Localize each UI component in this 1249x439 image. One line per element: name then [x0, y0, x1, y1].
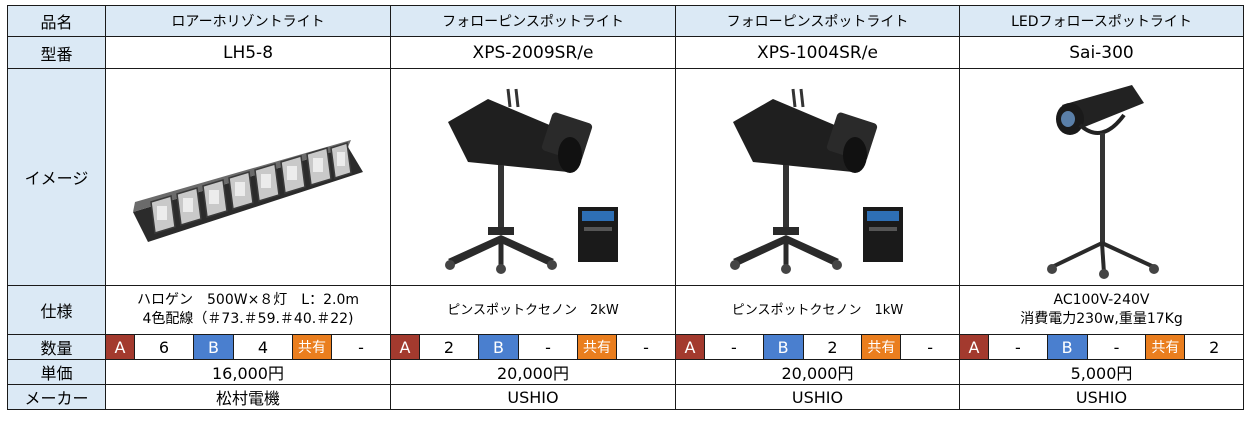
row-image: イメージ	[7, 68, 1244, 286]
qty-shared-value: 2	[1209, 337, 1220, 357]
product-spec: AC100V-240V 消費電力230w,重量17Kg	[959, 285, 1244, 335]
qty-shared-value: -	[927, 337, 934, 357]
product-model: Sai-300	[959, 36, 1244, 69]
product-qty: A - B - 共有 2	[959, 334, 1244, 360]
qty-shared-label: 共有	[1146, 335, 1186, 359]
qty-shared-value: -	[643, 337, 649, 357]
row-model: 型番 LH5-8 XPS-2009SR/e XPS-1004SR/e Sai-3…	[7, 36, 1244, 69]
product-spec: ピンスポットクセノン 2kW	[390, 285, 676, 335]
product-spec: ピンスポットクセノン 1kW	[675, 285, 960, 335]
product-image	[105, 68, 391, 286]
follow-pin-spot-light-icon	[445, 88, 618, 274]
qty-shared-label: 共有	[293, 335, 332, 359]
qty-b-label: B	[1047, 335, 1088, 359]
qty-b-value: 2	[804, 335, 863, 359]
product-maker: USHIO	[675, 384, 960, 410]
qty-b-value: -	[519, 335, 578, 359]
qty-b-label: B	[194, 335, 234, 359]
qty-b-value: -	[1088, 335, 1147, 359]
row-maker: メーカー 松村電機 USHIO USHIO USHIO	[7, 384, 1244, 410]
qty-a-value: 2	[420, 335, 479, 359]
led-follow-spot-light-icon	[1046, 84, 1159, 279]
product-image	[959, 68, 1244, 286]
row-qty: 数量 A 6 B 4 共有 - A 2 B - 共有 - A	[7, 334, 1244, 360]
product-name: ロアーホリゾントライト	[105, 5, 391, 37]
spec-line-2: 4色配線（＃73.＃59.＃40.＃22)	[142, 311, 354, 327]
spec-line-1: ピンスポットクセノン 1kW	[731, 302, 904, 318]
product-qty: A 2 B - 共有 -	[390, 334, 676, 360]
spec-line-1: ハロゲン 500W×８灯 L：2.0m	[137, 292, 359, 308]
label-image: イメージ	[7, 68, 106, 286]
label-name: 品名	[7, 5, 106, 37]
qty-shared-value: -	[358, 337, 364, 357]
qty-shared-label: 共有	[862, 335, 902, 359]
lower-horizont-light-icon	[133, 140, 363, 242]
label-spec: 仕様	[7, 285, 106, 335]
product-model: XPS-2009SR/e	[390, 36, 676, 69]
follow-pin-spot-light-icon	[729, 88, 903, 274]
product-maker: USHIO	[390, 384, 676, 410]
qty-shared-label: 共有	[578, 335, 617, 359]
product-price: 20,000円	[390, 359, 676, 385]
qty-a-label: A	[106, 335, 135, 359]
product-name: フォローピンスポットライト	[675, 5, 960, 37]
product-qty: A - B 2 共有 -	[675, 334, 960, 360]
row-spec: 仕様 ハロゲン 500W×８灯 L：2.0m 4色配線（＃73.＃59.＃40.…	[7, 285, 1244, 335]
label-qty: 数量	[7, 334, 106, 360]
product-image	[675, 68, 960, 286]
qty-b-value: 4	[234, 335, 293, 359]
qty-b-label: B	[763, 335, 804, 359]
qty-a-value: 6	[135, 335, 194, 359]
qty-a-label: A	[391, 335, 420, 359]
product-image	[390, 68, 676, 286]
product-price: 16,000円	[105, 359, 391, 385]
qty-b-label: B	[479, 335, 519, 359]
product-price: 5,000円	[959, 359, 1244, 385]
product-maker: 松村電機	[105, 384, 391, 410]
product-name: LEDフォロースポットライト	[959, 5, 1244, 37]
product-name: フォローピンスポットライト	[390, 5, 676, 37]
qty-a-label: A	[676, 335, 705, 359]
spec-line-1: AC100V-240V	[1053, 292, 1150, 308]
product-qty: A 6 B 4 共有 -	[105, 334, 391, 360]
spec-line-2: 消費電力230w,重量17Kg	[1020, 311, 1183, 327]
product-model: LH5-8	[105, 36, 391, 69]
row-price: 単価 16,000円 20,000円 20,000円 5,000円	[7, 359, 1244, 385]
qty-a-value: -	[989, 335, 1048, 359]
product-spec: ハロゲン 500W×８灯 L：2.0m 4色配線（＃73.＃59.＃40.＃22…	[105, 285, 391, 335]
label-model: 型番	[7, 36, 106, 69]
product-model: XPS-1004SR/e	[675, 36, 960, 69]
label-price: 単価	[7, 359, 106, 385]
product-maker: USHIO	[959, 384, 1244, 410]
row-name: 品名 ロアーホリゾントライト フォローピンスポットライト フォローピンスポットラ…	[7, 5, 1244, 37]
product-spec-table: 品名 ロアーホリゾントライト フォローピンスポットライト フォローピンスポットラ…	[7, 5, 1244, 410]
spec-line-1: ピンスポットクセノン 2kW	[447, 302, 619, 318]
qty-a-value: -	[705, 335, 764, 359]
product-price: 20,000円	[675, 359, 960, 385]
label-maker: メーカー	[7, 384, 106, 410]
qty-a-label: A	[960, 335, 989, 359]
